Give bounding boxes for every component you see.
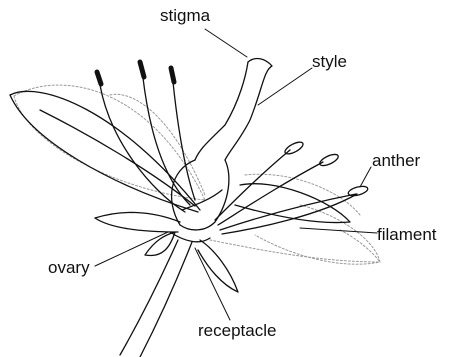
receptacle-label: receptacle [198, 322, 276, 339]
filament-label: filament [377, 226, 437, 243]
back-petals [14, 85, 380, 264]
stigma-label: stigma [160, 7, 210, 24]
anther-label: anther [372, 152, 420, 169]
pistil [172, 59, 272, 230]
style-label: style [312, 53, 347, 70]
ovary-label: ovary [48, 259, 90, 276]
right-stamens [215, 140, 369, 234]
left-stamens [97, 62, 195, 212]
leader-lines [95, 29, 377, 320]
